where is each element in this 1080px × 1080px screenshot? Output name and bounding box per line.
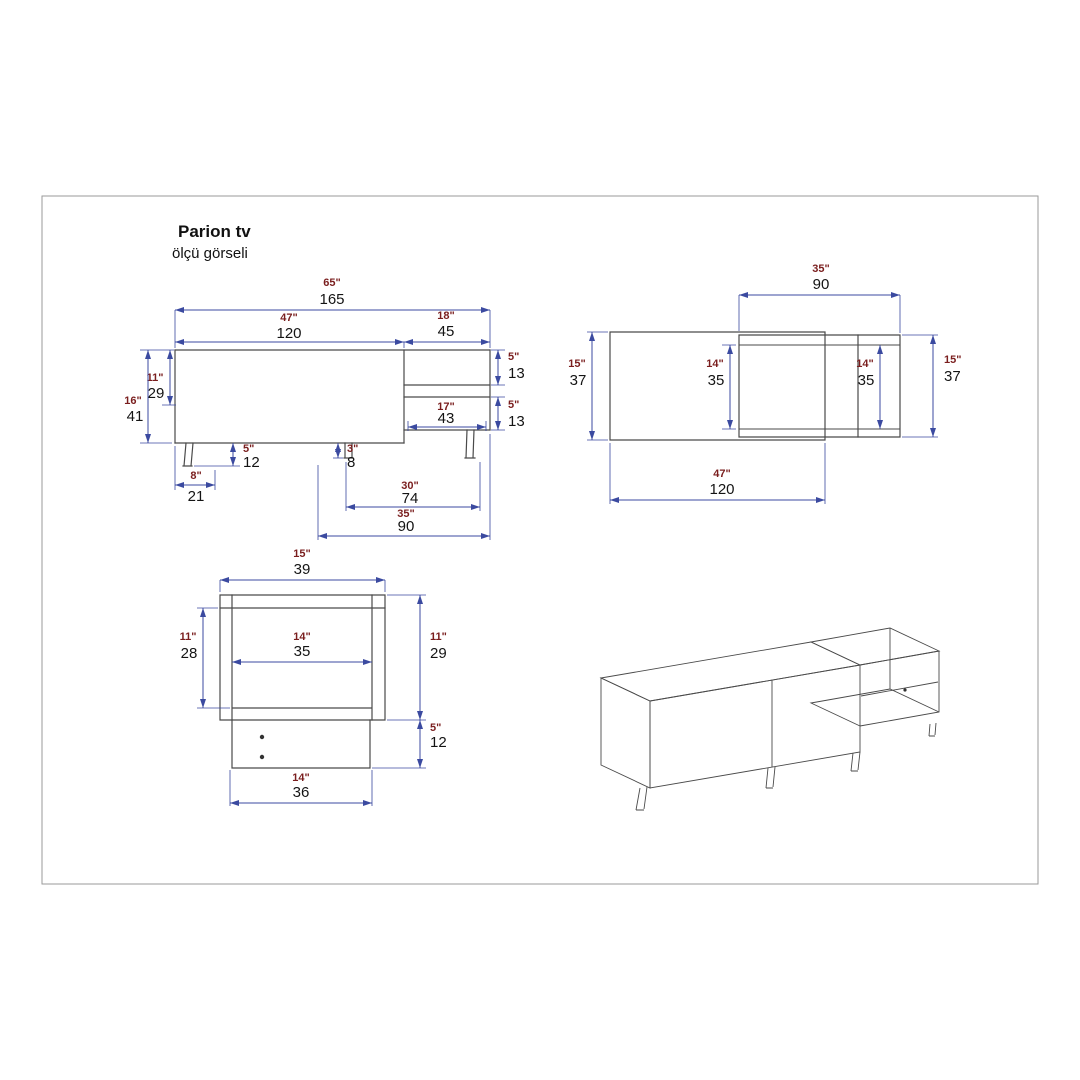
section-view-outline (219, 594, 386, 769)
dim-front-main-width: 47" 120 (175, 312, 405, 348)
dim-inch-label: 17" (437, 401, 454, 413)
dim-front-shelf-top-height: 5" 13 (491, 349, 525, 386)
dim-cm-label: 90 (813, 276, 830, 293)
dim-cm-label: 12 (430, 734, 447, 751)
dim-cm-label: 45 (438, 323, 455, 340)
dim-front-shelf-inner-width: 17" 43 (407, 401, 487, 431)
section-view: 15" 39 11" 28 14" 35 11" 29 5" 12 (180, 548, 447, 806)
dim-cm-label: 28 (181, 645, 198, 662)
dim-side-bottom-width: 47" 120 (609, 443, 826, 504)
dim-inch-label: 16" (124, 395, 141, 407)
dim-cm-label: 120 (709, 481, 734, 498)
side-view: 35" 90 15" 37 14" 35 14" 35 15" 37 (568, 263, 961, 504)
drawer-screw-dot (259, 754, 265, 760)
dim-section-bottom-width: 14" 36 (229, 770, 373, 806)
dim-inch-label: 14" (293, 631, 310, 643)
dim-inch-label: 5" (430, 722, 441, 734)
dim-front-mid-leg-height: 3" 8 (333, 443, 358, 471)
dim-cm-label: 120 (276, 325, 301, 342)
drawing-frame (41, 195, 1039, 885)
dim-front-base-span: 35" 90 (317, 434, 491, 540)
dim-cm-label: 43 (438, 410, 455, 427)
dim-front-total-width: 65" 165 (174, 277, 491, 348)
dim-inch-label: 15" (944, 354, 961, 366)
dim-inch-label: 47" (713, 468, 730, 480)
front-view: 65" 165 47" 120 18" 45 11" 29 16" 41 (124, 277, 525, 540)
dim-inch-label: 35" (397, 508, 414, 520)
dim-side-inner-right-height: 14" 35 (856, 345, 883, 429)
dim-section-top-width: 15" 39 (219, 548, 386, 592)
dim-inch-label: 5" (508, 399, 519, 411)
dim-front-total-height: 16" 41 (124, 350, 172, 444)
dim-inch-label: 5" (243, 443, 254, 455)
dim-inch-label: 15" (293, 548, 310, 560)
dim-inch-label: 35" (812, 263, 829, 275)
title-block: Parion tv ölçü görseli (172, 222, 251, 262)
dim-inch-label: 11" (430, 631, 447, 643)
side-view-outline (609, 331, 901, 441)
dim-cm-label: 8 (347, 454, 355, 471)
dim-cm-label: 74 (402, 490, 419, 507)
dim-inch-label: 11" (147, 372, 164, 384)
dim-front-leg-offset: 8" 21 (174, 446, 216, 505)
dim-cm-label: 35 (708, 372, 725, 389)
dim-inch-label: 14" (706, 358, 723, 370)
dim-cm-label: 36 (293, 784, 310, 801)
dim-inch-label: 11" (180, 631, 197, 643)
dim-section-drawer-height: 5" 12 (372, 720, 447, 769)
dim-side-right-height: 15" 37 (902, 334, 961, 438)
dim-front-leg-height: 5" 12 (194, 443, 260, 471)
dim-cm-label: 35 (294, 643, 311, 660)
dim-inch-label: 18" (437, 310, 454, 322)
dim-inch-label: 14" (856, 358, 873, 370)
page-title: Parion tv (178, 222, 251, 241)
dim-inch-label: 5" (508, 351, 519, 363)
dim-cm-label: 21 (188, 488, 205, 505)
isometric-outline (599, 627, 941, 811)
dim-inch-label: 14" (292, 772, 309, 784)
dim-side-inner-left-height: 14" 35 (706, 344, 736, 430)
dim-cm-label: 12 (243, 454, 260, 471)
dim-front-leg-span: 30" 74 (345, 462, 481, 511)
dim-section-left-height: 11" 28 (180, 607, 230, 709)
front-view-outline (174, 349, 491, 467)
dim-section-inner-width: 14" 35 (232, 631, 372, 665)
dim-cm-label: 29 (148, 385, 165, 402)
dim-cm-label: 13 (508, 365, 525, 382)
dim-cm-label: 90 (398, 518, 415, 535)
dim-cm-label: 37 (570, 372, 587, 389)
dim-inch-label: 47" (280, 312, 297, 324)
dim-front-shelf-bottom-height: 5" 13 (491, 396, 525, 431)
dim-cm-label: 13 (508, 413, 525, 430)
dim-cm-label: 35 (858, 372, 875, 389)
dim-side-left-height: 15" 37 (568, 331, 608, 441)
dim-inch-label: 3" (347, 443, 358, 455)
dim-side-top-width: 35" 90 (738, 263, 901, 333)
dim-cm-label: 39 (294, 561, 311, 578)
dim-inch-label: 65" (323, 277, 340, 289)
dim-inch-label: 15" (568, 358, 585, 370)
dim-cm-label: 37 (944, 368, 961, 385)
dim-front-right-width: 18" 45 (404, 310, 490, 345)
shelf-knob-dot (903, 688, 907, 692)
dim-inch-label: 8" (190, 470, 201, 482)
isometric-view (599, 627, 941, 811)
dim-cm-label: 165 (319, 291, 344, 308)
dim-inch-label: 30" (401, 480, 418, 492)
drawer-screw-dot (259, 734, 265, 740)
page-subtitle: ölçü görseli (172, 245, 248, 262)
dim-cm-label: 29 (430, 645, 447, 662)
dim-cm-label: 41 (127, 408, 144, 425)
